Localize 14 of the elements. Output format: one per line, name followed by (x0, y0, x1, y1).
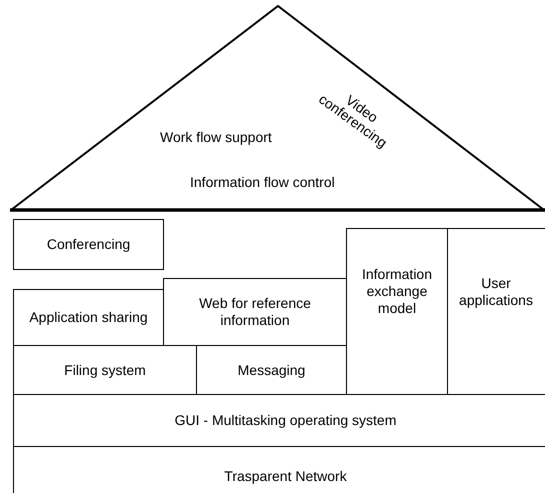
layer-label: Information exchange model (360, 266, 434, 317)
layer-label: Web for reference information (198, 295, 312, 329)
roof-triangle (10, 5, 545, 212)
layer-label: GUI - Multitasking operating system (174, 412, 396, 429)
layer-box (13, 219, 164, 270)
layer-box (13, 289, 164, 346)
layer-label: Conferencing (46, 236, 130, 253)
layer-label: Messaging (238, 362, 306, 378)
layer-label: User applications (458, 274, 534, 308)
layer-label: Filing system (64, 362, 146, 378)
layer-label: Trasparent Network (224, 468, 347, 484)
layer-label: Application sharing (29, 309, 148, 326)
roof-label: Information flow control (190, 175, 335, 190)
roof-label: Work flow support (160, 130, 272, 146)
